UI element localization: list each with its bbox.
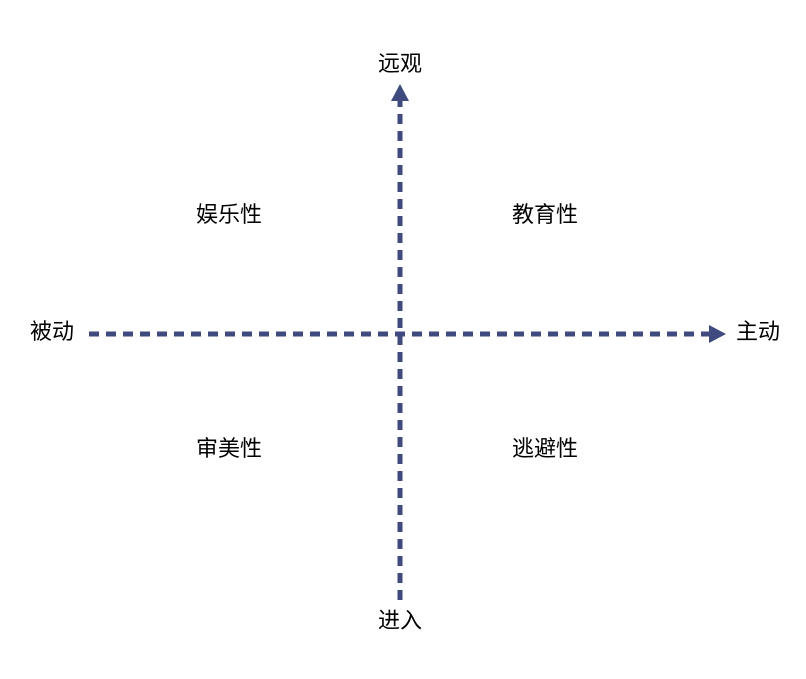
quadrant-label-bottom-right: 逃避性	[511, 437, 579, 462]
axis-label-left: 被动	[30, 320, 75, 345]
quadrant-label-bottom-left: 审美性	[195, 437, 263, 462]
right-arrowhead	[709, 325, 726, 343]
quadrant-label-top-left: 娱乐性	[195, 203, 263, 228]
axis-label-top: 远观	[377, 52, 423, 77]
up-arrowhead	[391, 84, 409, 101]
axis-label-right: 主动	[736, 320, 781, 345]
axis-label-bottom: 进入	[377, 609, 423, 634]
quadrant-label-top-right: 教育性	[511, 203, 579, 228]
